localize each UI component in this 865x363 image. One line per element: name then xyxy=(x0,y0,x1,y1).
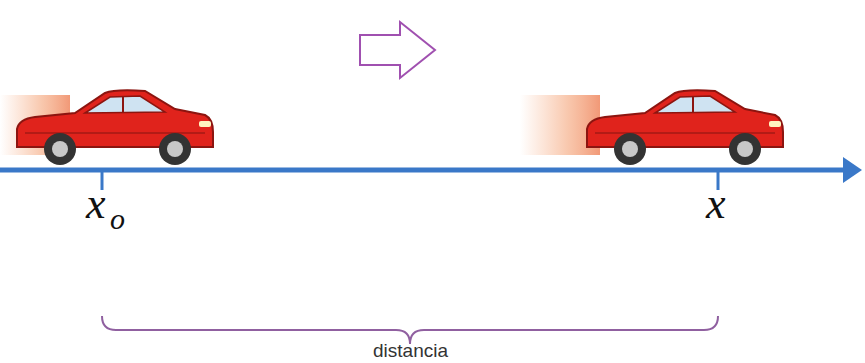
distance-label: distancia xyxy=(373,341,448,360)
car xyxy=(17,90,213,165)
subscript: o xyxy=(110,204,125,234)
distance-brace xyxy=(102,316,718,344)
axis-arrowhead xyxy=(843,157,862,183)
axis-line xyxy=(0,168,848,173)
position-symbol: x xyxy=(86,182,106,226)
direction-arrow xyxy=(360,22,435,78)
position-symbol: x xyxy=(706,182,726,226)
car xyxy=(587,90,783,165)
